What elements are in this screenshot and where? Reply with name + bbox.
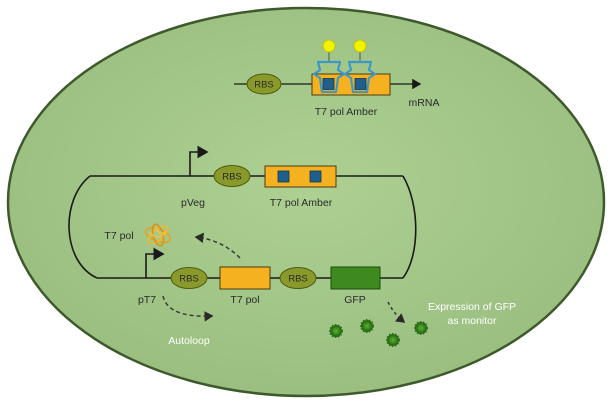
trna-icon — [312, 39, 346, 94]
translation-arrow — [194, 232, 241, 259]
t7-pol-protein-label: T7 pol — [104, 230, 133, 242]
mrna-amber-site-1 — [322, 78, 335, 90]
expression-label-line1: Expression of GFP — [428, 301, 516, 313]
gfp-molecule-icon — [360, 319, 374, 333]
mrna-amber-site-2 — [354, 78, 367, 90]
t7-polymerase-icon — [144, 223, 172, 247]
mrna-rbs-label: RBS — [254, 80, 274, 91]
plasmid-rbs-top-label: RBS — [222, 172, 242, 183]
expression-arrow — [387, 301, 406, 323]
expression-label-line2: as monitor — [447, 315, 497, 327]
pt7-promoter: pT7 — [138, 247, 165, 306]
gfp-molecule-icon — [414, 321, 428, 335]
gfp-gene-label: GFP — [344, 294, 366, 306]
t7-pol-gene — [219, 266, 271, 290]
promoter-arrow-icon — [145, 247, 165, 278]
plasmid-amber-site-1 — [277, 170, 290, 183]
pveg-promoter: pVeg — [181, 145, 209, 209]
cell-body — [6, 6, 606, 398]
pt7-label: pT7 — [138, 294, 156, 306]
mrna-gene-label: T7 pol Amber — [315, 106, 378, 118]
plasmid-t7-pol-amber-gene — [264, 165, 337, 188]
plasmid-rbs-bottom-1 — [170, 267, 208, 289]
plasmid-rbs-bottom-2-label: RBS — [288, 274, 308, 285]
plasmid-amber-site-2 — [309, 170, 322, 183]
plasmid-rbs-top — [213, 165, 251, 187]
plasmid-rbs-bottom-1-label: RBS — [179, 274, 199, 285]
pveg-label: pVeg — [181, 197, 205, 209]
autoloop-arrow — [162, 295, 214, 322]
plasmid-gene-label: T7 pol Amber — [270, 197, 333, 209]
autoloop-label: Autoloop — [168, 335, 210, 347]
gfp-gene — [330, 266, 381, 290]
mrna-construct: RBS T7 pol Amber mRNA — [234, 39, 440, 118]
plasmid-rbs-bottom-2 — [279, 267, 317, 289]
trna-icon — [343, 39, 377, 94]
mrna-rbs — [246, 73, 282, 95]
promoter-arrow-icon — [189, 145, 209, 176]
gfp-molecule-icon — [386, 333, 400, 347]
gfp-molecule-icon — [329, 324, 343, 338]
mrna-label: mRNA — [409, 97, 440, 109]
t7-pol-gene-label: T7 pol — [230, 294, 259, 306]
